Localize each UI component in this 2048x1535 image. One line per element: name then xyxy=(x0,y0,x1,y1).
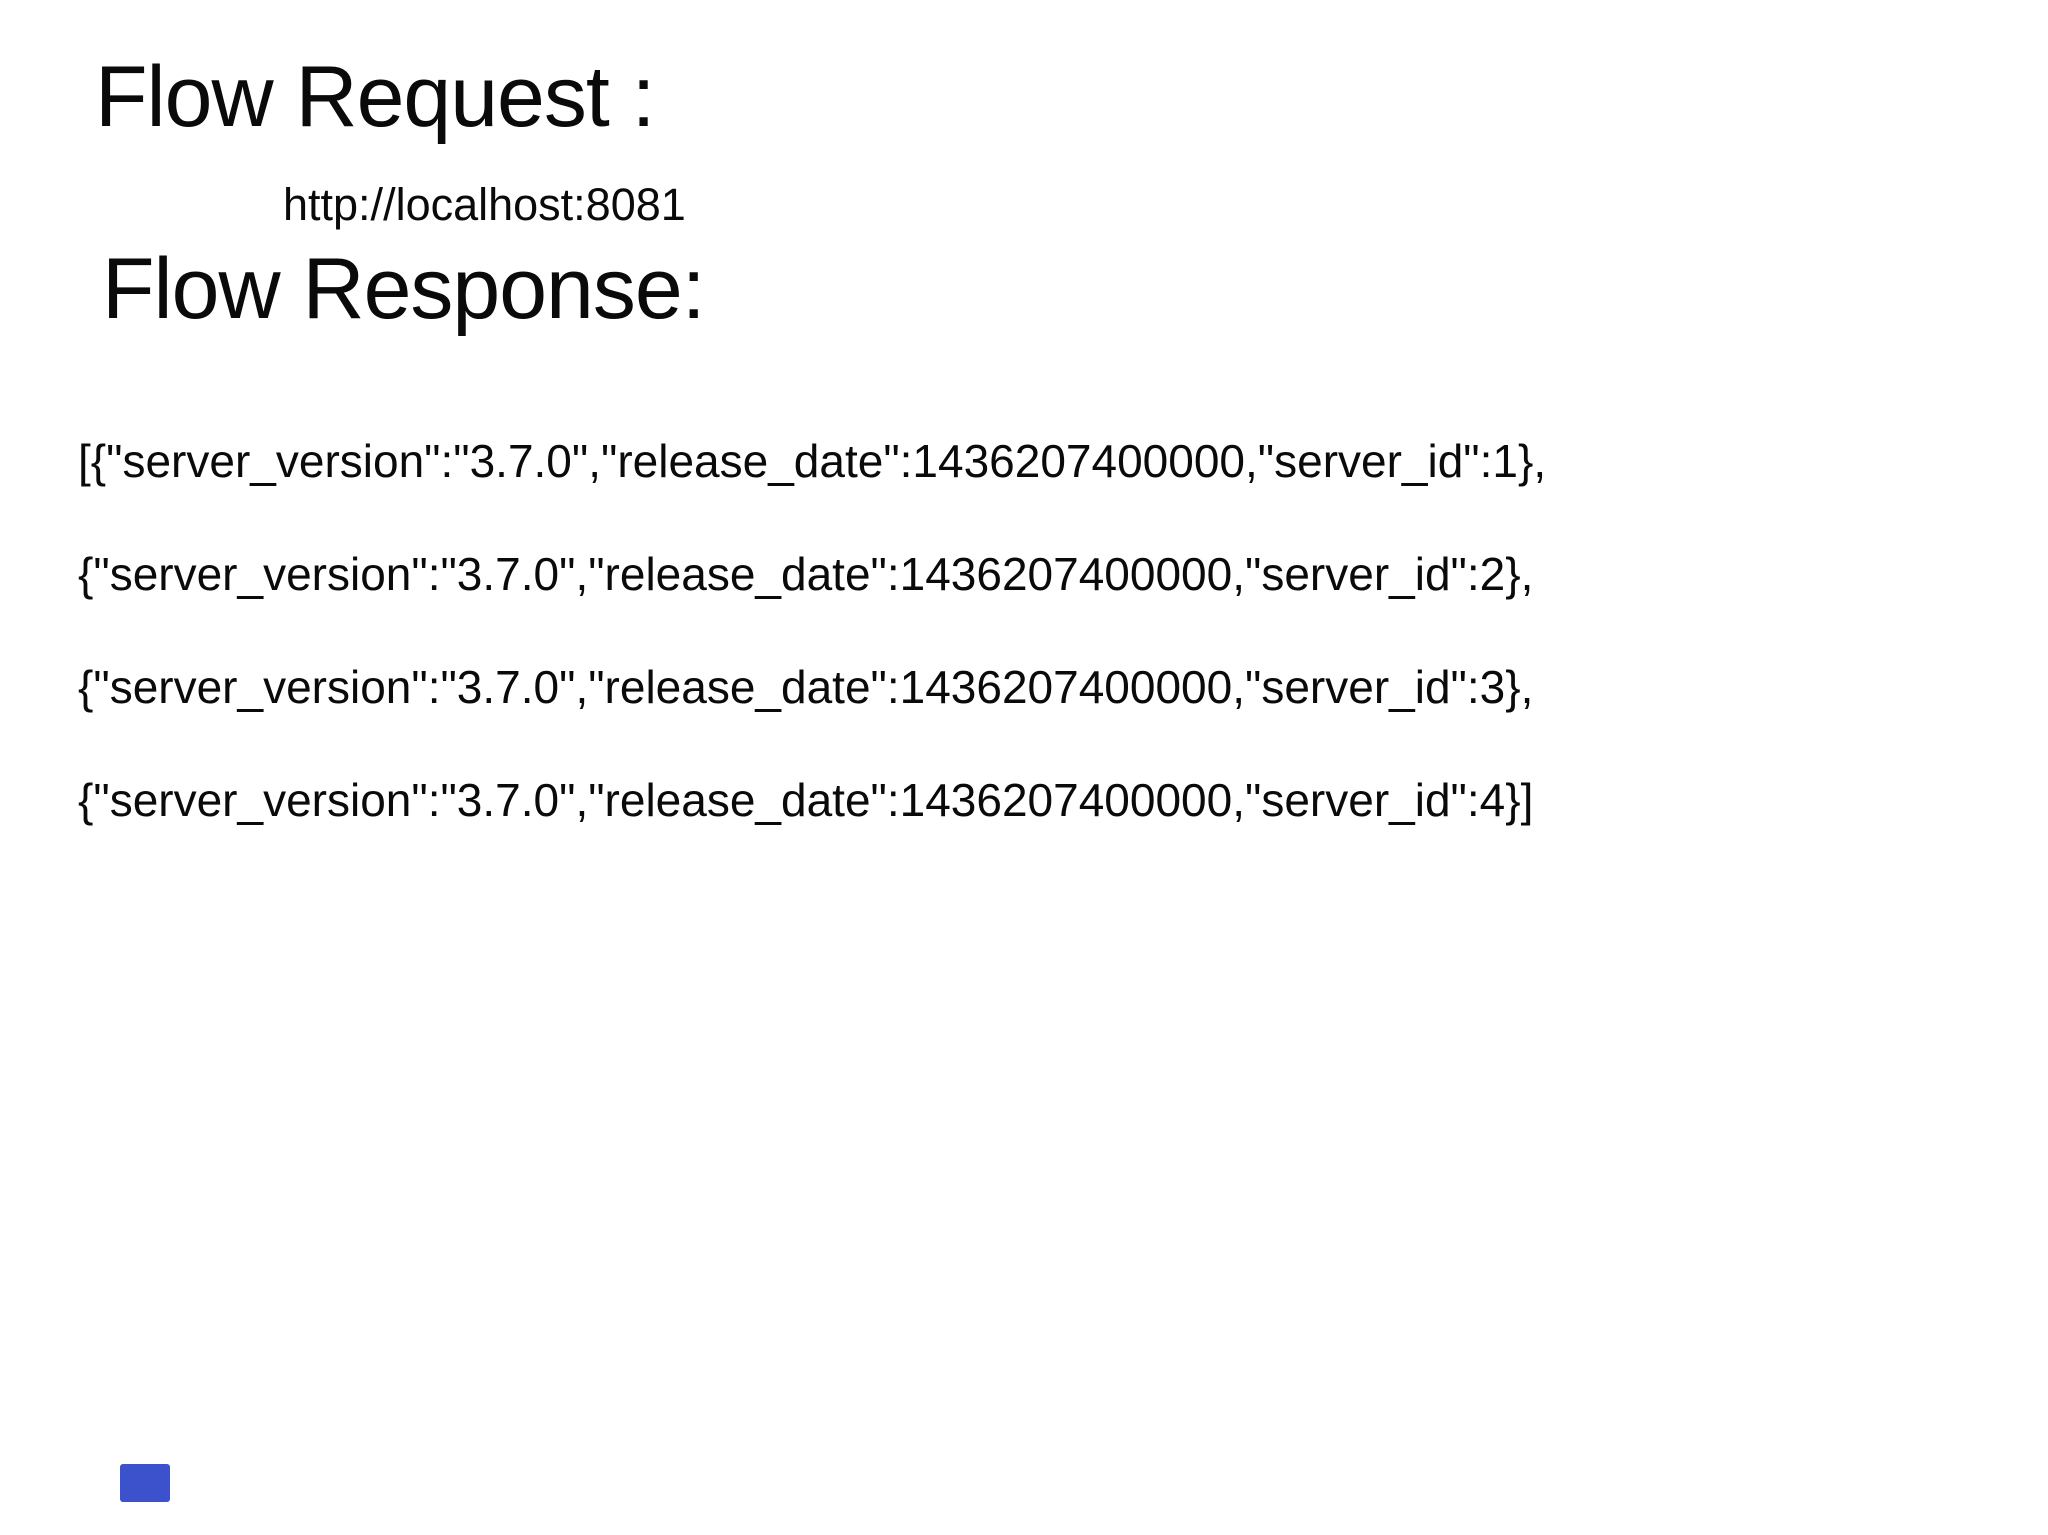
request-url-text: http://localhost:8081 xyxy=(283,179,686,230)
response-json-line: {"server_version":"3.7.0","release_date"… xyxy=(78,774,1534,826)
flow-response-heading: Flow Response: xyxy=(102,241,706,337)
response-json-line: {"server_version":"3.7.0","release_date"… xyxy=(78,548,1534,600)
response-json-line: [{"server_version":"3.7.0","release_date… xyxy=(78,435,1547,487)
blue-marker xyxy=(120,1464,170,1502)
response-json-line: {"server_version":"3.7.0","release_date"… xyxy=(78,661,1534,713)
flow-request-heading: Flow Request : xyxy=(95,49,656,145)
